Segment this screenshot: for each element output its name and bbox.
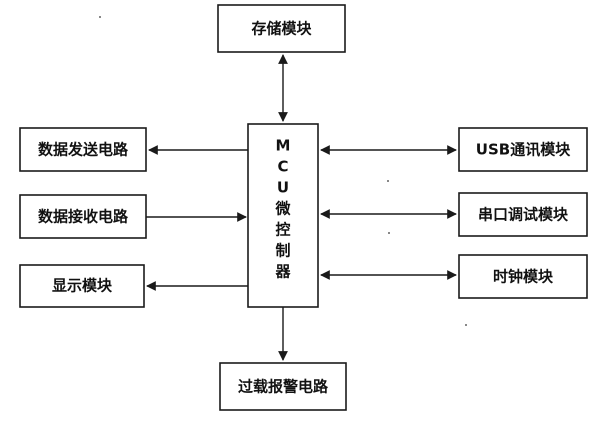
scan-speck <box>388 232 390 234</box>
mcu-label-char: C <box>277 158 288 176</box>
data-send-circuit-label: 数据发送电路 <box>38 141 129 159</box>
storage-module-box: 存储模块 <box>217 4 346 53</box>
clock-module-box: 时钟模块 <box>458 254 588 299</box>
scan-speck <box>387 180 389 182</box>
usb-comm-module-label: USB通讯模块 <box>476 141 571 159</box>
storage-module-label: 存储模块 <box>251 20 312 38</box>
mcu-label-char: 制 <box>275 242 290 260</box>
scan-speck <box>465 324 467 326</box>
serial-debug-module-label: 串口调试模块 <box>478 206 569 224</box>
serial-debug-module-box: 串口调试模块 <box>458 192 588 237</box>
clock-module-label: 时钟模块 <box>493 268 554 286</box>
mcu-label-char: 微 <box>274 200 291 218</box>
usb-comm-module-box: USB通讯模块 <box>458 127 588 172</box>
display-module-box: 显示模块 <box>19 264 145 308</box>
mcu-label-char: M <box>276 137 291 155</box>
data-send-circuit-box: 数据发送电路 <box>19 127 147 172</box>
mcu-label-char: U <box>277 179 289 197</box>
scan-speck <box>99 16 101 18</box>
mcu-label-char: 器 <box>274 263 291 281</box>
mcu-label-char: 控 <box>275 221 290 239</box>
display-module-label: 显示模块 <box>52 277 113 295</box>
data-receive-circuit-label: 数据接收电路 <box>38 208 129 226</box>
data-receive-circuit-box: 数据接收电路 <box>19 194 147 239</box>
overload-alarm-circuit-box: 过载报警电路 <box>219 362 347 411</box>
overload-alarm-circuit-label: 过载报警电路 <box>238 378 329 396</box>
